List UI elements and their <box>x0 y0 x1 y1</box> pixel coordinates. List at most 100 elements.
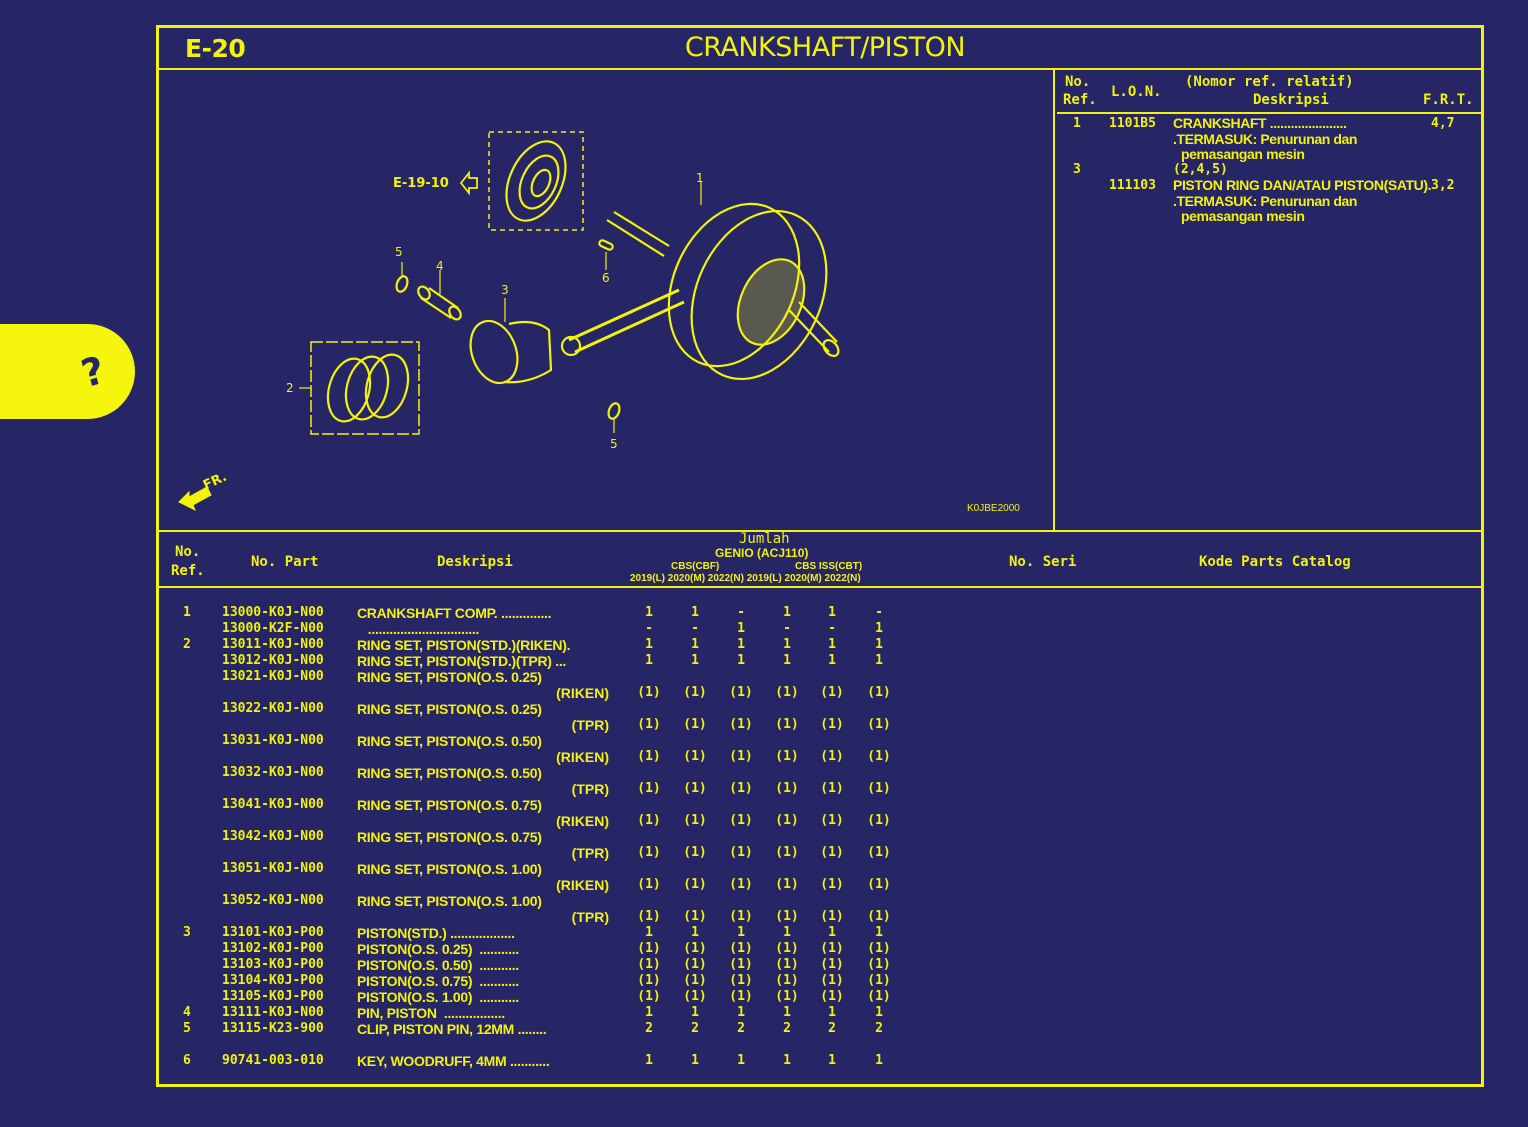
quantity-cell: 1 <box>737 637 745 652</box>
quantity-cell: (1) <box>683 909 707 924</box>
quantity-cell: (1) <box>729 877 753 892</box>
quantity-cell: - <box>828 621 836 636</box>
quantity-cell: (1) <box>683 941 707 956</box>
quantity-cell: (1) <box>867 749 891 764</box>
callout-2: 2 <box>286 381 294 395</box>
frt-value: 4,7 <box>1431 116 1455 131</box>
supplier-suffix: (TPR) <box>571 909 609 925</box>
quantity-cell: (1) <box>683 973 707 988</box>
callout-3: 3 <box>501 283 509 297</box>
supplier-suffix: (RIKEN) <box>556 685 609 701</box>
quantity-cell: 1 <box>783 1005 791 1020</box>
quantity-cell: 1 <box>875 637 883 652</box>
quantity-cell: (1) <box>637 909 661 924</box>
frt-lon: 111103 <box>1109 178 1156 193</box>
quantity-cell: (1) <box>867 685 891 700</box>
page-title: CRANKSHAFT/PISTON <box>684 32 966 63</box>
part-description: CRANKSHAFT COMP. .............. <box>357 605 552 621</box>
quantity-cell: 1 <box>875 653 883 668</box>
supplier-suffix: (TPR) <box>571 845 609 861</box>
frt-value: 3,2 <box>1431 178 1455 193</box>
ref-no: 6 <box>183 1053 191 1068</box>
quantity-cell: 1 <box>783 1053 791 1068</box>
quantity-cell: 1 <box>875 925 883 940</box>
part-number: 13105-K0J-P00 <box>222 989 324 1004</box>
quantity-cell: 1 <box>691 925 699 940</box>
quantity-cell: 1 <box>645 1053 653 1068</box>
part-description: PISTON(O.S. 0.50) ........... <box>357 957 519 973</box>
frt-header-desc-1: (Nomor ref. relatif) <box>1185 74 1354 90</box>
quantity-cell: (1) <box>775 813 799 828</box>
quantity-cell: (1) <box>820 877 844 892</box>
table-row[interactable]: 13031-K0J-N00 RING SET, PISTON(O.S. 0.50)… <box>159 588 1481 765</box>
quantity-cell: 1 <box>828 637 836 652</box>
help-tab[interactable]: ? <box>0 324 135 419</box>
quantity-cell: (1) <box>820 989 844 1004</box>
quantity-cell: 1 <box>737 925 745 940</box>
frt-header-desc-2: Deskripsi <box>1253 92 1329 108</box>
quantity-cell: (1) <box>683 957 707 972</box>
cross-reference-link[interactable]: E-19-10 <box>393 176 449 191</box>
callout-1: 1 <box>696 171 704 185</box>
quantity-cell: 2 <box>691 1021 699 1036</box>
part-description: RING SET, PISTON(O.S. 0.50) <box>357 733 542 749</box>
table-row[interactable]: 13105-K0J-P00 PISTON(O.S. 1.00) .........… <box>159 588 1481 1005</box>
quantity-cell: 1 <box>737 621 745 636</box>
quantity-cell: (1) <box>867 813 891 828</box>
quantity-cell: 1 <box>737 653 745 668</box>
part-number: 13022-K0J-N00 <box>222 701 324 716</box>
quantity-cell: (1) <box>729 957 753 972</box>
header-ref-1: No. <box>175 544 201 560</box>
quantity-cell: (1) <box>867 845 891 860</box>
part-description: RING SET, PISTON(O.S. 0.25) <box>357 669 542 685</box>
quantity-cell: 1 <box>737 1005 745 1020</box>
part-number: 13111-K0J-N00 <box>222 1005 324 1020</box>
quantity-cell: (1) <box>775 941 799 956</box>
header-ref-2: Ref. <box>171 563 205 579</box>
table-row[interactable]: 13022-K0J-N00 RING SET, PISTON(O.S. 0.25)… <box>159 588 1481 733</box>
quantity-cell: 2 <box>783 1021 791 1036</box>
question-mark-icon: ? <box>76 347 110 396</box>
table-row[interactable]: 13000-K2F-N00 ..........................… <box>159 588 1481 637</box>
flat-rate-time-panel: No. Ref. L.O.N. (Nomor ref. relatif) Des… <box>1057 70 1481 530</box>
part-description: RING SET, PISTON(STD.)(TPR) ... <box>357 653 567 669</box>
part-number: 13031-K0J-N00 <box>222 733 324 748</box>
quantity-cell: 2 <box>875 1021 883 1036</box>
quantity-cell: (1) <box>820 685 844 700</box>
part-description: PISTON(O.S. 1.00) ........... <box>357 989 519 1005</box>
quantity-cell: (1) <box>775 845 799 860</box>
frt-note: pemasangan mesin <box>1181 208 1305 224</box>
quantity-cell: (1) <box>683 717 707 732</box>
part-description: PIN, PISTON ................. <box>357 1005 505 1021</box>
quantity-cell: (1) <box>775 717 799 732</box>
frt-note: .TERMASUK: Penurunan dan <box>1173 131 1358 147</box>
part-description: RING SET, PISTON(O.S. 0.75) <box>357 829 542 845</box>
quantity-cell: 1 <box>645 1005 653 1020</box>
quantity-cell: 2 <box>737 1021 745 1036</box>
part-number: 13041-K0J-N00 <box>222 797 324 812</box>
quantity-cell: (1) <box>867 989 891 1004</box>
quantity-cell: (1) <box>820 957 844 972</box>
quantity-cell: 1 <box>691 637 699 652</box>
quantity-cell: (1) <box>683 845 707 860</box>
part-number: 13115-K23-900 <box>222 1021 324 1036</box>
quantity-cell: 1 <box>828 605 836 620</box>
quantity-cell: - <box>737 605 745 620</box>
